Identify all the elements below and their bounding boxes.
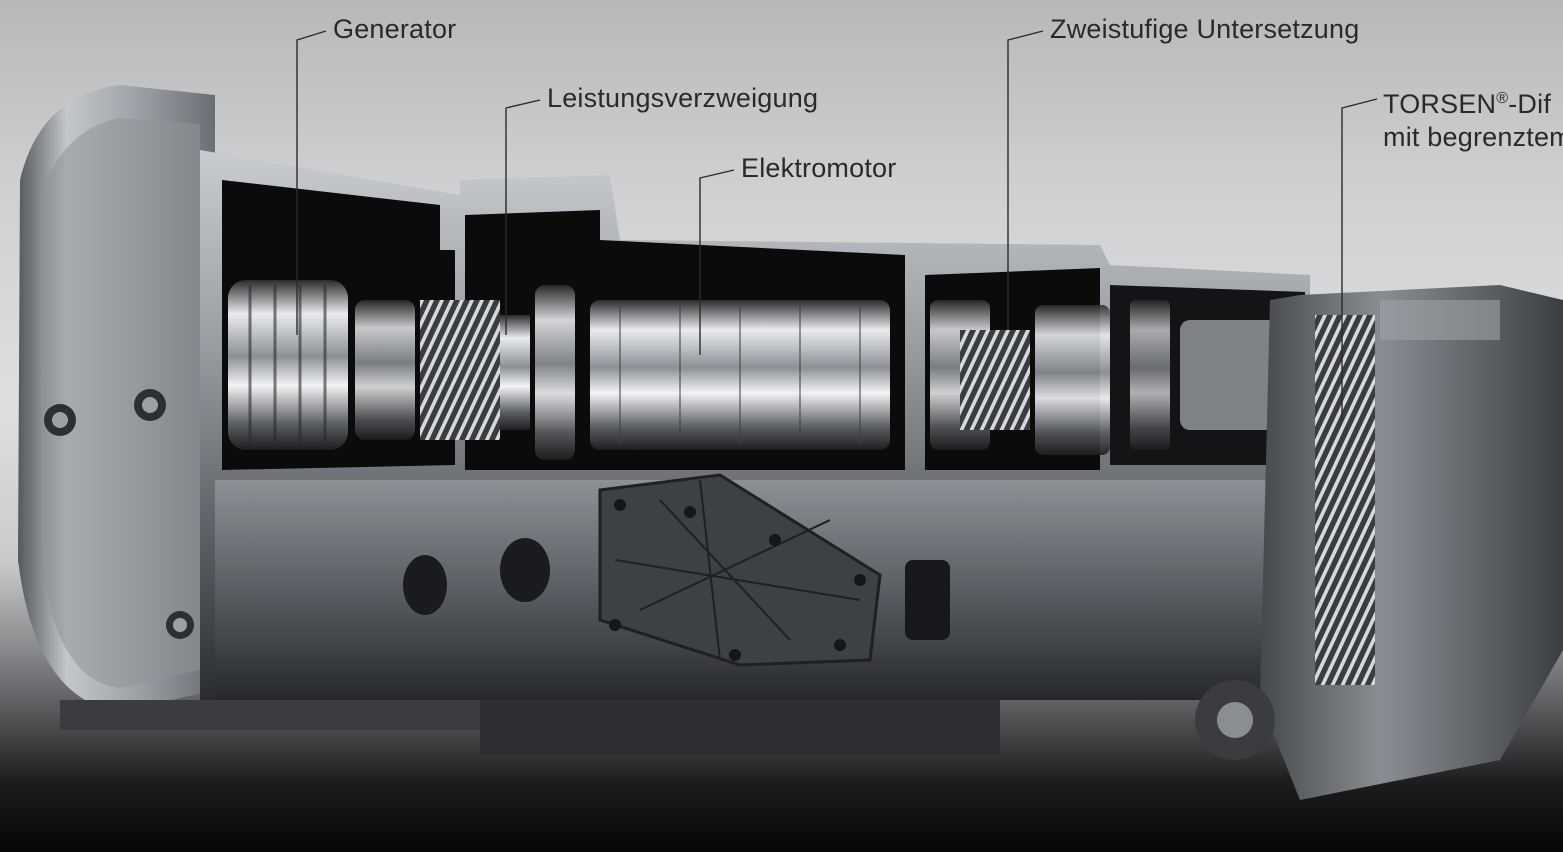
leader-electric-motor — [699, 169, 735, 355]
generator-rotor — [228, 280, 348, 450]
transfer-case — [1260, 285, 1563, 800]
leader-two-stage-reduction — [1007, 30, 1044, 330]
torsen-line1-post: -Dif — [1508, 89, 1552, 119]
label-torsen-differential: TORSEN®-Dif mit begrenztem — [1383, 82, 1563, 154]
leader-lines — [296, 30, 1378, 420]
reduction-gear — [960, 330, 1030, 430]
label-generator: Generator — [333, 14, 457, 44]
leader-power-split — [505, 99, 541, 335]
torsen-differential-gear — [1315, 315, 1375, 685]
registered-mark: ® — [1496, 90, 1509, 107]
leader-generator — [296, 30, 327, 335]
inspection-cover — [598, 473, 882, 667]
label-torsen-line2: mit begrenztem — [1383, 122, 1563, 152]
label-power-split: Leistungsverzweigung — [547, 83, 819, 113]
label-electric-motor: Elektromotor — [741, 153, 897, 183]
label-two-stage-reduction: Zweistufige Untersetzung — [1050, 14, 1360, 44]
power-split-gear — [420, 300, 500, 440]
label-torsen-line1: TORSEN®-Dif — [1383, 82, 1563, 121]
torsen-line1-pre: TORSEN — [1383, 89, 1497, 119]
leader-torsen — [1341, 98, 1378, 420]
